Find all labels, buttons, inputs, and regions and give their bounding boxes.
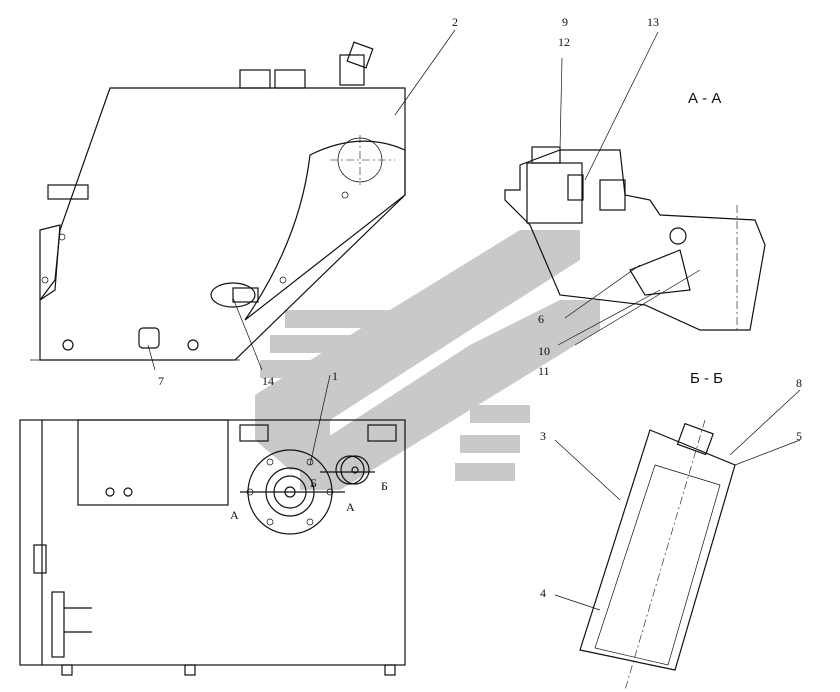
watermark-logo	[255, 230, 600, 490]
callout-6: 6	[538, 312, 544, 326]
leader-lines	[147, 29, 801, 611]
tank-side-view	[30, 41, 406, 361]
callout-13: 13	[647, 15, 659, 29]
callout-12: 12	[558, 35, 570, 49]
callout-11: 11	[538, 364, 550, 378]
callout-7: 7	[158, 374, 164, 388]
section-mark-b-left: Б	[310, 476, 317, 490]
callout-14: 14	[262, 374, 274, 388]
section-a-a	[504, 146, 766, 331]
callout-8: 8	[796, 376, 802, 390]
section-mark-b-right: Б	[381, 479, 388, 493]
callout-1: 1	[332, 369, 338, 383]
section-mark-a-right: А	[346, 500, 355, 514]
callout-5: 5	[796, 429, 802, 443]
callout-3: 3	[540, 429, 546, 443]
callout-4: 4	[540, 586, 546, 600]
section-title-a-a: А - А	[688, 90, 721, 107]
callout-9: 9	[562, 15, 568, 29]
callout-2: 2	[452, 15, 458, 29]
tank-top-view	[19, 419, 406, 676]
callout-10: 10	[538, 344, 550, 358]
section-mark-a-left: А	[230, 508, 239, 522]
section-b-b	[579, 419, 736, 691]
section-title-b-b: Б - Б	[690, 370, 723, 387]
